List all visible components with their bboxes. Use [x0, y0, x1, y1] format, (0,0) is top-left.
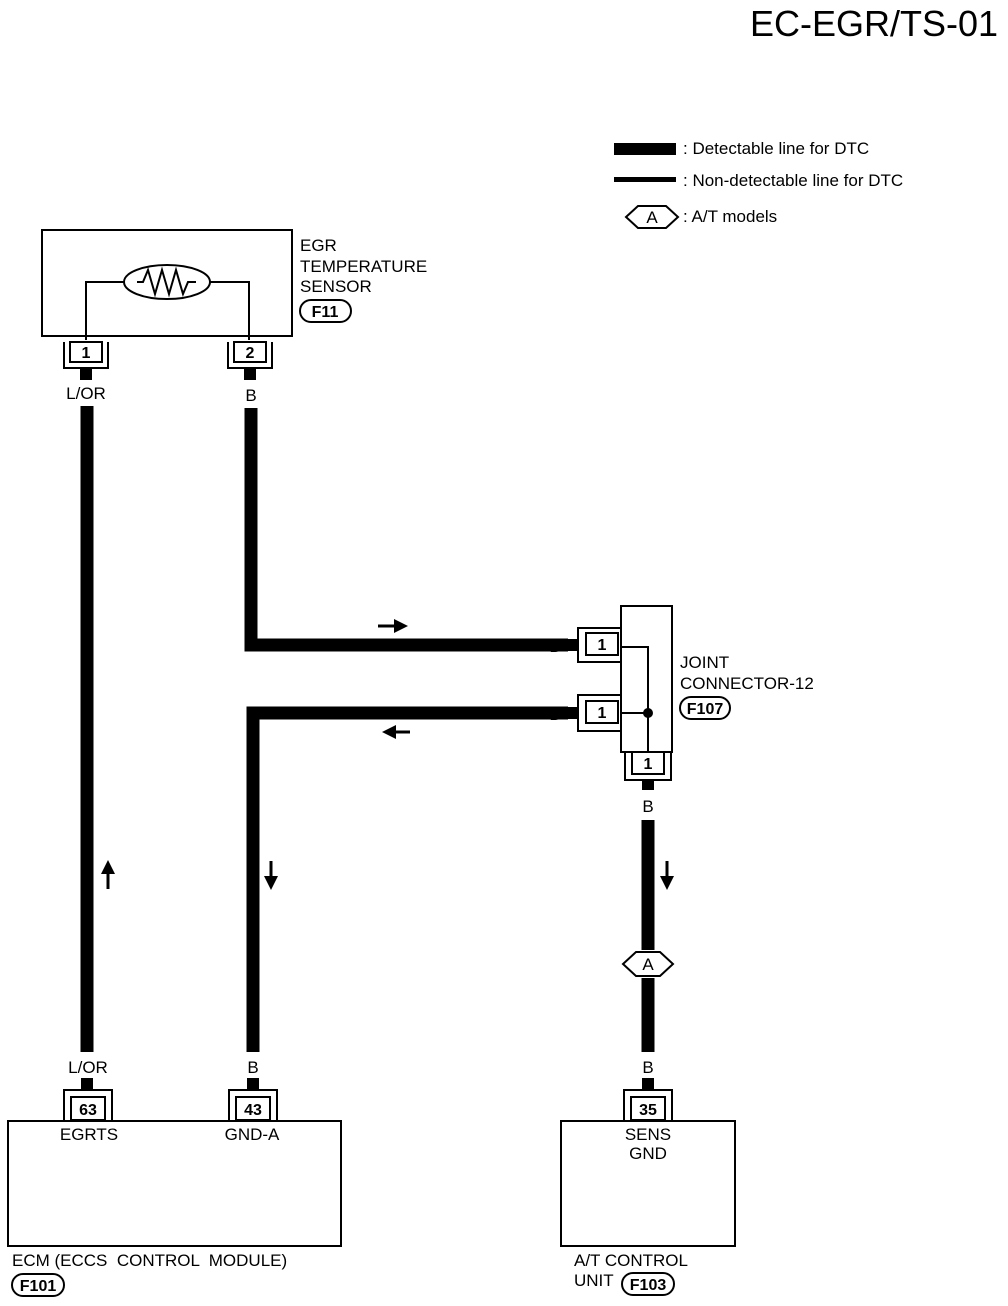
joint-connector-body	[620, 605, 673, 753]
egr-pin2-stub	[244, 368, 256, 380]
ecm-pin43-wire-color: B	[247, 1058, 258, 1077]
egr-sensor-internal-wire-left	[85, 281, 124, 340]
arrow-right-icon	[378, 619, 408, 633]
legend-at-marker-icon	[624, 205, 680, 229]
joint-pin-out-bracket	[577, 694, 621, 732]
ecm-terminal-gnd-a: GND-A	[225, 1125, 280, 1144]
egr-pin1-stub	[80, 368, 92, 380]
tcu-connector-id: F103	[630, 1277, 667, 1294]
joint-pin-out-box	[585, 700, 619, 724]
tcu-terminal-line2: GND	[629, 1144, 667, 1163]
arrow-down-icon	[660, 861, 674, 890]
tcu-pin35-wire-color: B	[642, 1058, 653, 1077]
egr-pin1-number: 1	[82, 345, 91, 362]
joint-connector-name-line2: CONNECTOR-12	[680, 674, 814, 693]
tcu-pin35-bracket	[623, 1089, 673, 1120]
egr-sensor-name-line1: EGR	[300, 236, 337, 255]
ecm-pin43-bracket	[228, 1089, 278, 1120]
ecm-unit: L/OR B 63 43 EGRTS GND-A ECM (ECCS CONTR…	[7, 1058, 342, 1297]
tcu-pin35-stub	[642, 1078, 654, 1090]
joint-connector-id: F107	[687, 701, 724, 718]
egr-pin1-wire-color: L/OR	[66, 384, 106, 403]
flow-arrows	[101, 619, 674, 890]
ecm-pin43-number: 43	[244, 1102, 262, 1119]
wire-sensor-ground-b	[244, 408, 568, 652]
at-control-unit: B 35 SENS GND A/T CONTROL UNIT F103	[560, 1058, 736, 1296]
legend-nondetectable-label: : Non-detectable line for DTC	[683, 171, 903, 190]
legend-at-models-label: : A/T models	[683, 207, 777, 226]
legend-detectable-swatch	[614, 143, 676, 155]
joint-pin-in-stub	[566, 639, 578, 651]
joint-pin-out-wire-color: B	[549, 705, 560, 724]
legend: : Detectable line for DTC : Non-detectab…	[614, 139, 903, 229]
tcu-body	[560, 1120, 736, 1247]
egr-sensor-connector-badge	[299, 299, 352, 323]
tcu-name-line2: UNIT	[574, 1271, 614, 1290]
joint-pin-out-number: 1	[598, 705, 607, 722]
egr-sensor-name-line3: SENSOR	[300, 277, 372, 296]
legend-nondetectable-swatch	[614, 177, 676, 182]
ecm-body	[7, 1120, 342, 1247]
joint-pin-in-bracket	[577, 627, 621, 663]
arrow-left-icon	[382, 725, 410, 739]
ecm-terminal-egrts: EGRTS	[60, 1125, 118, 1144]
egr-pin2-wire-color: B	[245, 386, 256, 405]
egr-sensor-connector-id: F11	[312, 304, 339, 321]
egr-sensor-name-line2: TEMPERATURE	[300, 257, 427, 276]
wire-ecm-ground-b	[246, 706, 568, 1052]
ecm-connector-badge	[11, 1273, 65, 1297]
joint-pin-bottom-wire-color: B	[642, 797, 653, 816]
joint-connector-12: 1 B 1 B 1 B JOINT CONNECTOR-12 F107	[549, 605, 814, 816]
ecm-pin63-bracket	[63, 1089, 113, 1120]
tcu-terminal-line1: SENS	[625, 1125, 671, 1144]
egr-temperature-sensor: EGR TEMPERATURE SENSOR F11 1 2 L/OR B	[41, 229, 427, 405]
joint-pin-out-stub	[566, 707, 578, 719]
ecm-name: ECM (ECCS CONTROL MODULE)	[12, 1251, 287, 1270]
resistor-zigzag-icon	[137, 266, 196, 298]
joint-connector-name-line1: JOINT	[680, 653, 729, 672]
legend-detectable-label: : Detectable line for DTC	[683, 139, 869, 158]
ecm-pin63-wire-color: L/OR	[68, 1058, 108, 1077]
at-marker-hexagon-icon	[621, 951, 675, 977]
at-marker-letter: A	[642, 955, 654, 974]
tcu-connector-badge	[621, 1272, 675, 1296]
joint-pin-bottom-number: 1	[644, 756, 653, 773]
joint-pin-in-box	[585, 632, 619, 656]
wires	[80, 406, 655, 1052]
legend-at-marker-letter: A	[646, 208, 658, 227]
arrow-up-icon	[101, 860, 115, 889]
joint-pin-in-wire-color: B	[549, 637, 560, 656]
thermistor-icon	[123, 264, 211, 300]
joint-splice-dot-icon	[643, 708, 653, 718]
ecm-pin43-stub	[247, 1078, 259, 1090]
ecm-connector-id: F101	[20, 1278, 57, 1295]
joint-connector-badge	[679, 696, 731, 720]
joint-pin-bottom-stub	[642, 780, 654, 790]
arrow-down-icon	[264, 861, 278, 890]
egr-pin1-box	[69, 341, 103, 363]
tcu-pin35-number: 35	[639, 1102, 657, 1119]
joint-pin-in-number: 1	[598, 637, 607, 654]
egr-sensor-internal-wire-right	[210, 281, 250, 340]
tcu-name-line1: A/T CONTROL	[574, 1251, 688, 1270]
ecm-pin63-stub	[81, 1078, 93, 1090]
egr-pin2-number: 2	[246, 345, 255, 362]
ecm-pin63-number: 63	[79, 1102, 97, 1119]
at-models-marker: A	[621, 951, 675, 977]
joint-pin-bottom-box	[631, 751, 665, 775]
page-code: EC-EGR/TS-01	[750, 3, 998, 44]
egr-pin2-box	[233, 341, 267, 363]
